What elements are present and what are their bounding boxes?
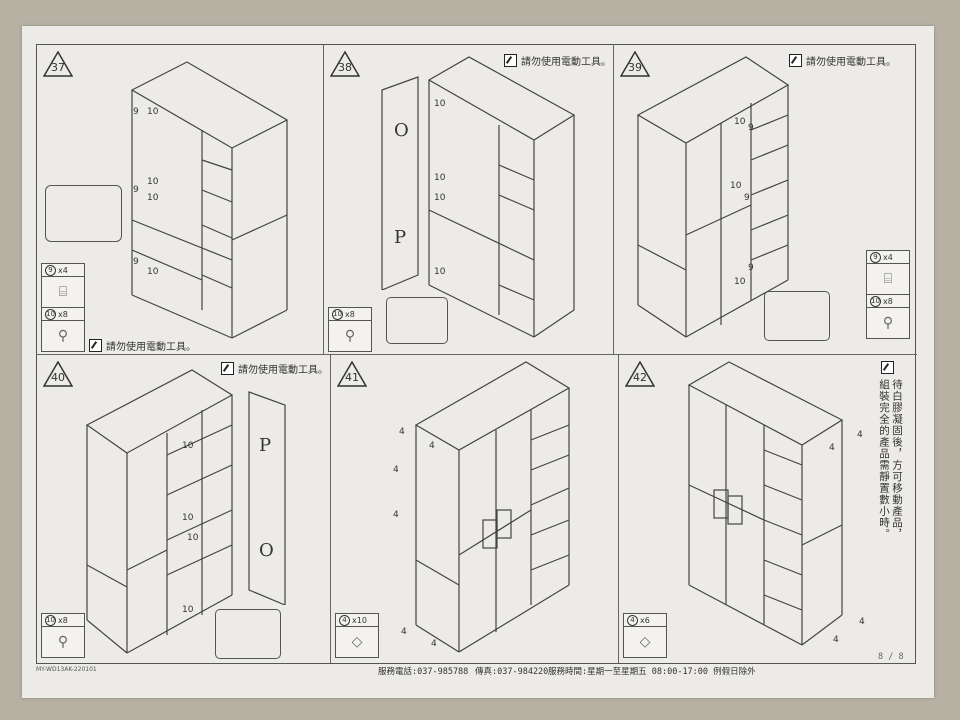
screwdriver-icon [881, 361, 894, 374]
screw-icon: ⚲ [57, 634, 69, 650]
step-number-badge: 38 [330, 51, 360, 77]
triangle-icon [337, 361, 367, 387]
hardware-callout: 4 [393, 510, 399, 520]
hardware-callout: 10 [147, 193, 159, 203]
pad-icon: ◇ [639, 634, 651, 650]
hardware-callout: 10 [147, 267, 159, 277]
step-number-badge: 42 [625, 361, 655, 387]
hardware-callout: 4 [857, 430, 863, 440]
hardware-callout: 4 [829, 443, 835, 453]
screwdriver-icon [89, 339, 102, 352]
triangle-icon [43, 361, 73, 387]
triangle-icon [43, 51, 73, 77]
cabinet-illustration [82, 365, 242, 655]
cabinet-illustration [411, 360, 576, 655]
screw-icon: ⚲ [344, 328, 356, 344]
hinge-detail-inset [386, 297, 448, 344]
triangle-icon [330, 51, 360, 77]
no-power-tools-warning: 請勿使用電動工具。 [89, 338, 196, 353]
hardware-callout: 4 [833, 635, 839, 645]
screwdriver-icon [504, 54, 517, 67]
hardware-callout: 4 [429, 441, 435, 451]
no-power-tools-warning: 請勿使用電動工具。 [789, 53, 896, 68]
hinge-detail-inset [764, 291, 830, 341]
door-label-p: P [259, 435, 272, 456]
hinge-icon: ⌸ [883, 271, 893, 287]
door-illustration [247, 390, 287, 605]
hardware-callout: 10 [730, 181, 742, 191]
hardware-callout: 10 [734, 117, 746, 127]
service-hours: 服務時間:星期一至星期五 08:00-17:00 例假日除外 [548, 667, 756, 677]
step-number-badge: 41 [337, 361, 367, 387]
hardware-callout: 10 [434, 99, 446, 109]
hardware-callout: 9 [744, 193, 750, 203]
door-label-o: O [394, 120, 409, 141]
screwdriver-icon [221, 362, 234, 375]
fax-number: 傳真:037-984220 [475, 667, 549, 677]
hardware-callout: 10 [434, 267, 446, 277]
screw-icon: ⚲ [882, 315, 894, 331]
hardware-callout: 4 [399, 427, 405, 437]
no-power-tools-warning: 請勿使用電動工具。 [221, 361, 328, 376]
hardware-callout: 9 [133, 257, 139, 267]
no-power-tools-icon [881, 361, 894, 374]
step-panel-42: 42 4 4 4 4 待白膠凝固後，方可移動產品，組裝完全的產品需靜置數小時。 … [619, 355, 917, 663]
hardware-callout: 10 [147, 177, 159, 187]
curing-note: 待白膠凝固後，方可移動產品，組裝完全的產品需靜置數小時。 [878, 379, 903, 540]
door-label-p: P [394, 227, 407, 248]
hardware-callout: 10 [182, 513, 194, 523]
cabinet-illustration [424, 55, 584, 340]
hardware-callout: 10 [734, 277, 746, 287]
screw-icon: ⚲ [57, 328, 69, 344]
door-label-o: O [259, 540, 274, 561]
hardware-callout: 4 [401, 627, 407, 637]
hinge-detail-inset [215, 609, 281, 659]
model-code: MY-WD13AK-220101 [36, 666, 97, 673]
hardware-callout: 10 [147, 107, 159, 117]
hardware-callout: 9 [748, 123, 754, 133]
hardware-callout: 4 [393, 465, 399, 475]
hardware-callout: 10 [187, 533, 199, 543]
hardware-callout: 9 [748, 263, 754, 273]
step-number-badge: 39 [620, 51, 650, 77]
instruction-sheet [22, 26, 934, 698]
hardware-callout: 9 [133, 185, 139, 195]
hardware-callout: 10 [434, 193, 446, 203]
hardware-callout: 9 [133, 107, 139, 117]
cabinet-illustration [636, 55, 796, 340]
hinge-detail-inset [45, 185, 122, 242]
hardware-callout: 10 [434, 173, 446, 183]
cabinet-illustration [684, 360, 849, 650]
hardware-callout: 10 [182, 605, 194, 615]
hinge-icon: ⌸ [58, 284, 68, 300]
no-power-tools-warning: 請勿使用電動工具。 [504, 53, 611, 68]
door-illustration [380, 75, 420, 290]
cabinet-illustration [127, 60, 297, 340]
step-number-badge: 37 [43, 51, 73, 77]
step-number-badge: 40 [43, 361, 73, 387]
service-phone: 服務電話:037-985788 [378, 667, 469, 677]
triangle-icon [620, 51, 650, 77]
hardware-callout: 4 [431, 639, 437, 649]
page-number: 8 / 8 [878, 652, 904, 662]
pad-icon: ◇ [351, 634, 363, 650]
hardware-callout: 4 [859, 617, 865, 627]
triangle-icon [625, 361, 655, 387]
screwdriver-icon [789, 54, 802, 67]
hardware-callout: 10 [182, 441, 194, 451]
